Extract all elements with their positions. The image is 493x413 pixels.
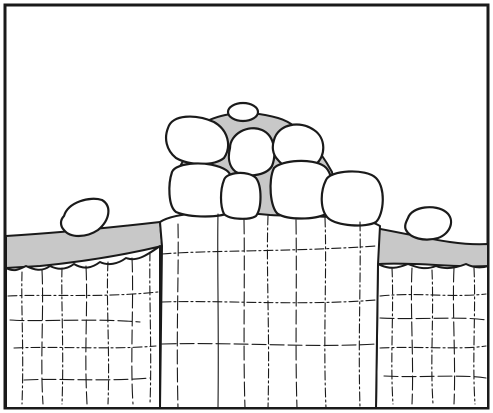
crack-line (218, 214, 219, 408)
top-small-stone (228, 103, 258, 121)
upper-center-stone (229, 128, 274, 175)
central-column (160, 212, 380, 408)
right-surface-stone (405, 207, 451, 239)
left-soil-block (6, 246, 160, 408)
mid-center-stone (221, 173, 261, 219)
far-right-stone (322, 171, 383, 225)
